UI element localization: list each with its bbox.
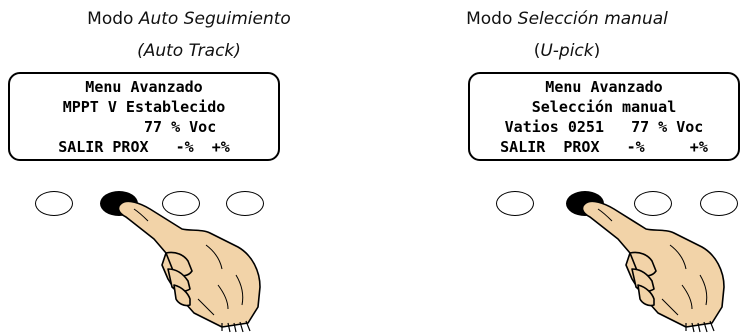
keypad-button-3[interactable] bbox=[634, 191, 672, 216]
lcd-line-2: Selección manual bbox=[531, 98, 677, 116]
caption-mode: Selección manual bbox=[517, 9, 668, 29]
lcd-display: Menu Avanzado Selección manual Vatios 02… bbox=[468, 72, 740, 161]
manual-selection-panel: Modo Selección manual (U-pick) Menu Avan… bbox=[378, 0, 756, 333]
caption-prefix: Modo bbox=[466, 9, 513, 29]
mode-caption: Modo Auto Seguimiento bbox=[0, 8, 378, 30]
subcaption-open: ( bbox=[533, 41, 541, 61]
mode-caption: Modo Selección manual bbox=[378, 8, 756, 30]
mode-subcaption: (Auto Track) bbox=[137, 41, 241, 61]
keypad-button-4[interactable] bbox=[700, 191, 738, 216]
lcd-line-1: Menu Avanzado bbox=[545, 78, 663, 96]
subcaption-text: U-pick bbox=[540, 41, 594, 61]
pointing-hand-icon bbox=[581, 200, 725, 333]
lcd-line-1: Menu Avanzado bbox=[85, 78, 203, 96]
pointing-hand-icon bbox=[117, 200, 261, 333]
mode-subcaption: (U-pick) bbox=[378, 40, 756, 62]
caption-mode: Auto Seguimiento bbox=[138, 9, 291, 29]
subcaption-close: ) bbox=[593, 41, 601, 61]
lcd-line-2: MPPT V Establecido bbox=[62, 98, 226, 116]
lcd-display: Menu Avanzado MPPT V Establecido 77 % Vo… bbox=[8, 72, 280, 161]
keypad-button-4[interactable] bbox=[226, 191, 264, 216]
auto-track-panel: Modo Auto Seguimiento (Auto Track) Menu … bbox=[0, 8, 378, 333]
keypad-button-1[interactable] bbox=[496, 191, 534, 216]
lcd-line-4: SALIR PROX -% +% bbox=[58, 138, 230, 156]
keypad-button-1[interactable] bbox=[35, 191, 73, 216]
keypad-button-3[interactable] bbox=[162, 191, 200, 216]
lcd-line-3: Vatios 0251 77 % Voc bbox=[504, 118, 704, 136]
caption-prefix: Modo bbox=[87, 9, 134, 29]
lcd-line-3: 77 % Voc bbox=[71, 118, 217, 136]
lcd-line-4: SALIR PROX -% +% bbox=[500, 138, 708, 156]
